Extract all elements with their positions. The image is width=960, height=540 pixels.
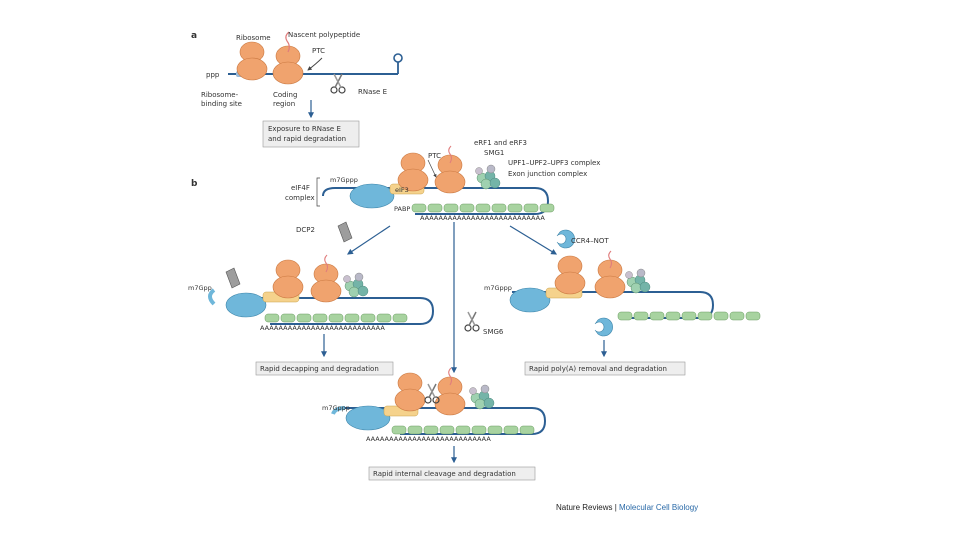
panel-b-bottom-mrna — [345, 407, 547, 435]
panel-b-right: m7Gppp Rapid poly(A) removal and degrada… — [484, 250, 761, 376]
panel-a-label-rbs-2: binding site — [201, 100, 242, 108]
panel-b-bottom-ribosome-1 — [394, 372, 426, 412]
panel-b-bottom: m7Gppp AAAAAAAAAAAAAAAAAAAAAAAAAAA Rapid… — [322, 367, 547, 481]
panel-b-top: b PTC eRF1 and eRF3 SMG1 UPF1–UPF2–UPF3 … — [191, 139, 609, 374]
panel-a-label-ribosome: Ribosome — [236, 34, 271, 42]
panel-b-right-eif4f — [509, 287, 551, 313]
panel-b-label-ptc: PTC — [428, 152, 441, 160]
panel-a-label-coding-1: Coding — [273, 91, 297, 99]
panel-b-smg6: SMG6 — [464, 311, 504, 336]
panel-b-result-decap: Rapid decapping and degradation — [260, 365, 379, 373]
panel-a-label-rnase: RNase E — [358, 88, 387, 96]
panel-b-left-pabp — [264, 313, 408, 323]
panel-b-top-ejc — [475, 164, 501, 190]
panel-b-label-dcp2: DCP2 — [296, 226, 315, 234]
panel-b-bottom-ejc — [469, 384, 495, 410]
panel-b-left-ejc — [343, 272, 369, 298]
panel-b-right-ejc — [625, 268, 651, 294]
panel-b-top-mrna — [335, 187, 550, 215]
panel-b-left-mrna — [250, 297, 435, 325]
panel-b-top-cap-tail — [322, 187, 336, 197]
panel-b-left: m7Gpp AAAAAAAAAAAAAAAAAAAAAAAAAAA Rapid … — [188, 254, 435, 376]
panel-b-top-pabp — [411, 203, 555, 213]
panel-b-top-nascent — [448, 145, 453, 164]
panel-b-result-decap-box — [255, 361, 394, 376]
panel-b-label-erf: eRF1 and eRF3 — [474, 139, 527, 147]
panel-a-rnase-scissors — [330, 73, 346, 94]
panel-b-result-internal: Rapid internal cleavage and degradation — [373, 470, 516, 478]
panel-b-result-polya-box — [524, 361, 686, 376]
panel-b-right-nascent — [608, 250, 613, 269]
panel-b-eif4f-bracket — [316, 177, 320, 207]
panel-b-label-pabp: PABP — [394, 205, 410, 213]
panel-b-bottom-nascent — [448, 367, 453, 386]
panel-b-label-ejc: Exon junction complex — [508, 170, 587, 178]
panel-a-label-ptc: PTC — [312, 47, 325, 55]
panel-b-arrow-right — [509, 225, 558, 255]
panel-b-left-nascent — [324, 254, 329, 273]
panel-b-result-internal-box — [368, 466, 536, 481]
credit-subtitle: Molecular Cell Biology — [619, 503, 699, 512]
panel-a-result-box — [262, 120, 360, 148]
panel-b-top-polya: AAAAAAAAAAAAAAAAAAAAAAAAAAA — [420, 214, 545, 222]
panel-a-ptc-arrow — [307, 57, 323, 71]
panel-a-stem-loop-head — [393, 53, 403, 63]
panel-b-left-eif4f — [225, 292, 267, 318]
panel-b-result-polya: Rapid poly(A) removal and degradation — [529, 365, 667, 373]
panel-b-label-eif4f-1: eIF4F — [291, 184, 310, 192]
panel-b-left-cap: m7Gpp — [188, 284, 212, 292]
panel-b-bottom-pabp — [391, 425, 535, 435]
panel-b-left-cap-hook — [208, 288, 216, 306]
panel-b-left-dcp2 — [225, 267, 241, 289]
panel-a-nascent-polypeptide — [285, 31, 290, 53]
panel-b-top-ribosome-2 — [434, 154, 466, 194]
panel-a-result-line-2: and rapid degradation — [268, 135, 346, 143]
panel-b-left-ribosome-2 — [310, 263, 342, 303]
panel-b-left-polya: AAAAAAAAAAAAAAAAAAAAAAAAAAA — [260, 324, 385, 332]
panel-a-label-nascent: Nascent polypeptide — [288, 31, 360, 39]
panel-b-right-pabp — [617, 311, 761, 321]
panel-b-left-ribosome-1 — [272, 259, 304, 299]
panel-b-right-cap: m7Gppp — [484, 284, 512, 292]
panel-b-label-eif4f-2: complex — [285, 194, 315, 202]
panel-b-dcp2-icon — [337, 221, 353, 243]
panel-b-bottom-cap-tail — [331, 406, 346, 415]
panel-b-top-ptc-arrow — [427, 159, 437, 178]
panel-b-label-ccr4: CCR4–NOT — [571, 237, 609, 245]
panel-a-letter: a — [191, 31, 197, 41]
figure-credit: Nature Reviews | Molecular Cell Biology — [556, 503, 698, 512]
panel-b-ccr4-icon — [556, 229, 575, 249]
panel-b-label-upf: UPF1–UPF2–UPF3 complex — [508, 159, 600, 167]
panel-a-result-line-1: Exposure to RNase E — [268, 125, 341, 133]
credit-journal: Nature Reviews — [556, 503, 613, 512]
panel-b-bottom-polya: AAAAAAAAAAAAAAAAAAAAAAAAAAA — [366, 435, 491, 443]
panel-a-ribosome-1 — [236, 41, 268, 81]
panel-b-label-smg1: SMG1 — [484, 149, 504, 157]
panel-b-right-ribosome-2 — [594, 259, 626, 299]
panel-a: a Ribosome Nascent polypeptide PTC ppp R… — [191, 31, 403, 148]
panel-b-right-ccr4 — [594, 317, 613, 337]
panel-b-arrow-left — [347, 225, 391, 255]
panel-b-label-eif3: eIF3 — [395, 186, 409, 194]
panel-b-bottom-eif4f — [345, 405, 391, 431]
credit-separator: | — [612, 503, 619, 512]
panel-b-letter: b — [191, 179, 198, 189]
panel-a-label-ppp: ppp — [206, 71, 220, 79]
panel-a-label-rbs-1: Ribosome- — [201, 91, 239, 99]
panel-b-right-ribosome-1 — [554, 255, 586, 295]
panel-b-smg6-scissors — [464, 311, 480, 332]
panel-b-top-eif4f — [349, 183, 395, 209]
panel-a-label-coding-2: region — [273, 100, 295, 108]
panel-b-bottom-cap: m7Gppp — [322, 404, 350, 412]
panel-b-bottom-ribosome-2 — [434, 376, 466, 416]
panel-b-label-smg6: SMG6 — [483, 328, 504, 336]
panel-b-label-cap: m7Gppp — [330, 176, 358, 184]
